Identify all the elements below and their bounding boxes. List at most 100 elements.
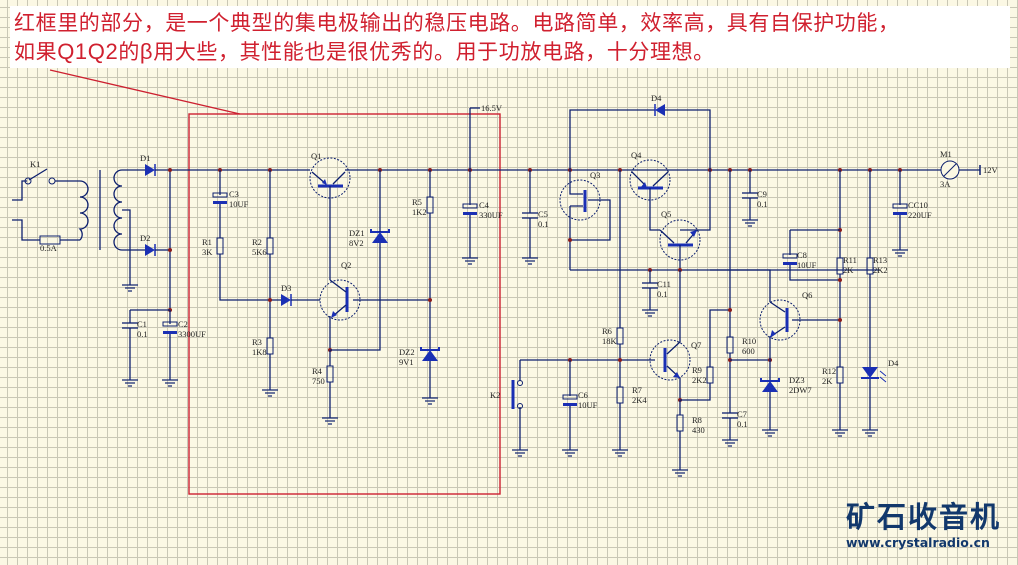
label-d4-top: D4 [651, 93, 662, 103]
label-r5: R5 [412, 197, 422, 207]
ground-icon [892, 249, 908, 257]
regulator-section [190, 107, 510, 418]
component-labels: K1 0.5A D1 D2 C1 0.1 C2 3300UF C3 10UF R… [30, 93, 999, 435]
label-m1: M1 [940, 149, 952, 159]
label-fuse: 0.5A [40, 243, 58, 253]
label-dz3-value: 2DW7 [789, 385, 812, 395]
label-q6: Q6 [802, 290, 812, 300]
output-section [510, 104, 981, 470]
r12-resistor-icon [836, 366, 844, 384]
cc10-capacitor-icon [892, 203, 908, 209]
label-c6-value: 10UF [578, 400, 598, 410]
label-q2: Q2 [341, 260, 351, 270]
q7-transistor-icon [649, 339, 691, 381]
caption-highlight-beta: β [139, 39, 154, 64]
label-q3: Q3 [590, 170, 600, 180]
k2-contact [517, 380, 523, 386]
k1-switch-icon[interactable] [28, 168, 48, 181]
r1-resistor-icon [216, 237, 224, 255]
ground-icon [742, 219, 758, 227]
label-d3: D3 [281, 283, 291, 293]
k1-contact [24, 177, 32, 185]
label-c1-value: 0.1 [137, 329, 148, 339]
label-r4: R4 [312, 366, 323, 376]
label-c3-value: 10UF [229, 199, 249, 209]
label-c11-value: 0.1 [657, 289, 668, 299]
label-r1-value: 3K [202, 247, 213, 257]
label-dz1: DZ1 [349, 228, 365, 238]
ground-icon [522, 257, 538, 265]
label-cc10-value: 220UF [908, 210, 932, 220]
ground-icon [262, 389, 278, 397]
label-c8: C8 [797, 250, 807, 260]
label-dz1-value: 8V2 [349, 238, 364, 248]
ground-icon [672, 469, 688, 477]
label-r8: R8 [692, 415, 702, 425]
label-c2: C2 [178, 319, 188, 329]
ground-icon [562, 449, 578, 457]
c8-capacitor-icon [782, 253, 798, 259]
ground-icon [122, 284, 138, 292]
k1-contact [48, 177, 56, 185]
label-c8-value: 10UF [797, 260, 817, 270]
caption-line-2: 如果Q1Q2的β用大些，其性能也是很优秀的。用于功放电路，十分理想。 [14, 39, 715, 65]
k2-contact [517, 403, 523, 409]
label-q4: Q4 [631, 150, 642, 160]
label-r7-value: 2K4 [632, 395, 647, 405]
label-c9: C9 [757, 189, 767, 199]
label-c9-value: 0.1 [757, 199, 768, 209]
label-c6: C6 [578, 390, 588, 400]
label-c4-value: 330UF [479, 210, 503, 220]
label-c3: C3 [229, 189, 239, 199]
label-r11: R11 [843, 255, 857, 265]
label-r9-value: 2K2 [692, 375, 707, 385]
label-cc10: CC10 [908, 200, 928, 210]
dz1-zener-icon [372, 232, 388, 243]
ground-icon [862, 429, 878, 437]
site-logo[interactable]: 矿石收音机 www.crystalradio.cn [846, 500, 1016, 562]
transformer-primary-icon [78, 180, 89, 241]
label-c5: C5 [538, 209, 548, 219]
ground-icon [722, 439, 738, 447]
caption-line-1: 红框里的部分，是一个典型的集电极输出的稳压电路。电路简单，效率高，具有自保护功能… [14, 11, 900, 35]
d4-diode-icon [655, 104, 665, 116]
ground-symbols [122, 219, 908, 477]
r4-resistor-icon [326, 365, 334, 383]
label-c5-value: 0.1 [538, 219, 549, 229]
label-r3: R3 [252, 337, 262, 347]
label-k1: K1 [30, 159, 40, 169]
caption-line-2-prefix: 如果 [14, 40, 58, 64]
label-r7: R7 [632, 385, 642, 395]
label-q7: Q7 [691, 340, 701, 350]
label-r3-value: 1K8 [252, 347, 267, 357]
label-q5: Q5 [661, 209, 671, 219]
label-dz2-value: 9V1 [399, 357, 414, 367]
label-r2: R2 [252, 237, 262, 247]
label-r4-value: 750 [312, 376, 325, 386]
d4-led-icon [862, 367, 878, 378]
label-dz2: DZ2 [399, 347, 415, 357]
caption-box: 红框里的部分，是一个典型的集电极输出的稳压电路。电路简单，效率高，具有自保护功能… [10, 6, 1010, 68]
ground-icon [642, 309, 658, 317]
label-r12: R12 [822, 366, 836, 376]
label-r5-value: 1K2 [412, 207, 427, 217]
logo-url[interactable]: www.crystalradio.cn [846, 535, 990, 550]
ground-icon [162, 379, 178, 387]
r3-resistor-icon [266, 337, 274, 355]
r8-resistor-icon [676, 414, 684, 432]
caption-line-2-mid: 的 [118, 40, 140, 64]
ground-icon [122, 379, 138, 387]
label-c7: C7 [737, 409, 747, 419]
label-r10: R10 [742, 336, 756, 346]
ground-icon [612, 449, 628, 457]
label-output-voltage: 12V [983, 165, 999, 175]
label-r6-value: 18K [602, 336, 618, 346]
ground-icon [762, 429, 778, 437]
label-c1: C1 [137, 319, 147, 329]
label-c2-value: 3300UF [178, 329, 206, 339]
pointer-line [49, 69, 241, 115]
label-d4-led: D4 [888, 358, 899, 368]
r10-resistor-icon [726, 336, 734, 354]
highlight-box [188, 113, 501, 495]
label-r8-value: 430 [692, 425, 705, 435]
